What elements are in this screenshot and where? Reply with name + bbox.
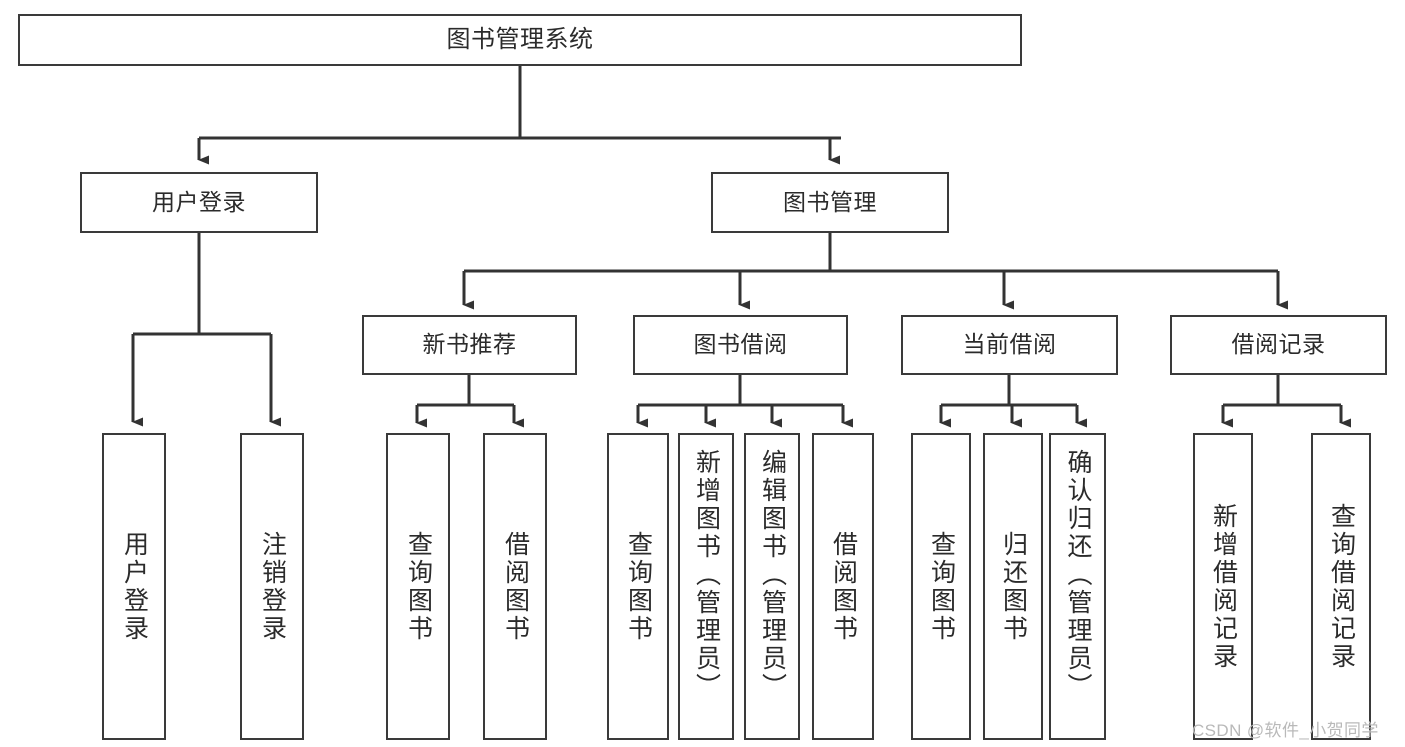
node-new-book-recommend-label: 新书推荐 <box>422 331 517 358</box>
node-book-borrow[interactable]: 图书借阅 <box>633 315 848 375</box>
node-root-book-management-system[interactable]: 图书管理系统 <box>18 14 1022 66</box>
node-leaf-add-borrow-record[interactable]: 新增借阅记录 <box>1193 433 1253 740</box>
node-user-login[interactable]: 用户登录 <box>80 172 318 233</box>
node-leaf-logout-label: 注销登录 <box>258 530 287 643</box>
node-leaf-return-book-label: 归还图书 <box>999 530 1028 643</box>
node-book-management[interactable]: 图书管理 <box>711 172 949 233</box>
node-leaf-borrow-book[interactable]: 借阅图书 <box>812 433 874 740</box>
node-leaf-query-borrow-record-label: 查询借阅记录 <box>1327 502 1356 671</box>
node-leaf-query-book-recommend-label: 查询图书 <box>404 530 433 643</box>
node-borrow-record-label: 借阅记录 <box>1231 331 1326 358</box>
node-leaf-edit-book-admin[interactable]: 编辑图书（管理员） <box>744 433 800 740</box>
node-leaf-query-book-current-label: 查询图书 <box>927 530 956 643</box>
node-leaf-query-book-recommend[interactable]: 查询图书 <box>386 433 450 740</box>
node-leaf-borrow-book-recommend-label: 借阅图书 <box>501 530 530 643</box>
node-book-management-label: 图书管理 <box>783 188 877 215</box>
node-leaf-user-login-label: 用户登录 <box>120 530 149 643</box>
node-leaf-confirm-return-admin[interactable]: 确认归还（管理员） <box>1049 433 1106 740</box>
node-borrow-record[interactable]: 借阅记录 <box>1170 315 1387 375</box>
node-leaf-edit-book-admin-label: 编辑图书（管理员） <box>758 449 787 701</box>
node-leaf-confirm-return-admin-label: 确认归还（管理员） <box>1064 449 1092 701</box>
node-current-borrow-label: 当前借阅 <box>962 331 1057 358</box>
node-root-label: 图书管理系统 <box>446 25 594 53</box>
node-book-borrow-label: 图书借阅 <box>693 331 788 358</box>
node-leaf-logout[interactable]: 注销登录 <box>240 433 304 740</box>
node-leaf-borrow-book-recommend[interactable]: 借阅图书 <box>483 433 547 740</box>
node-current-borrow[interactable]: 当前借阅 <box>901 315 1118 375</box>
node-leaf-add-book-admin-label: 新增图书（管理员） <box>692 449 721 701</box>
node-user-login-label: 用户登录 <box>152 188 246 215</box>
node-leaf-add-book-admin[interactable]: 新增图书（管理员） <box>678 433 734 740</box>
node-new-book-recommend[interactable]: 新书推荐 <box>362 315 577 375</box>
node-leaf-query-book-borrow[interactable]: 查询图书 <box>607 433 669 740</box>
node-leaf-query-book-current[interactable]: 查询图书 <box>911 433 971 740</box>
node-leaf-user-login[interactable]: 用户登录 <box>102 433 166 740</box>
node-leaf-return-book[interactable]: 归还图书 <box>983 433 1043 740</box>
node-leaf-add-borrow-record-label: 新增借阅记录 <box>1209 502 1238 671</box>
node-leaf-query-borrow-record[interactable]: 查询借阅记录 <box>1311 433 1371 740</box>
node-leaf-query-book-borrow-label: 查询图书 <box>624 530 653 643</box>
csdn-watermark: CSDN @软件_小贺同学 <box>1192 721 1379 740</box>
node-leaf-borrow-book-label: 借阅图书 <box>829 530 858 643</box>
